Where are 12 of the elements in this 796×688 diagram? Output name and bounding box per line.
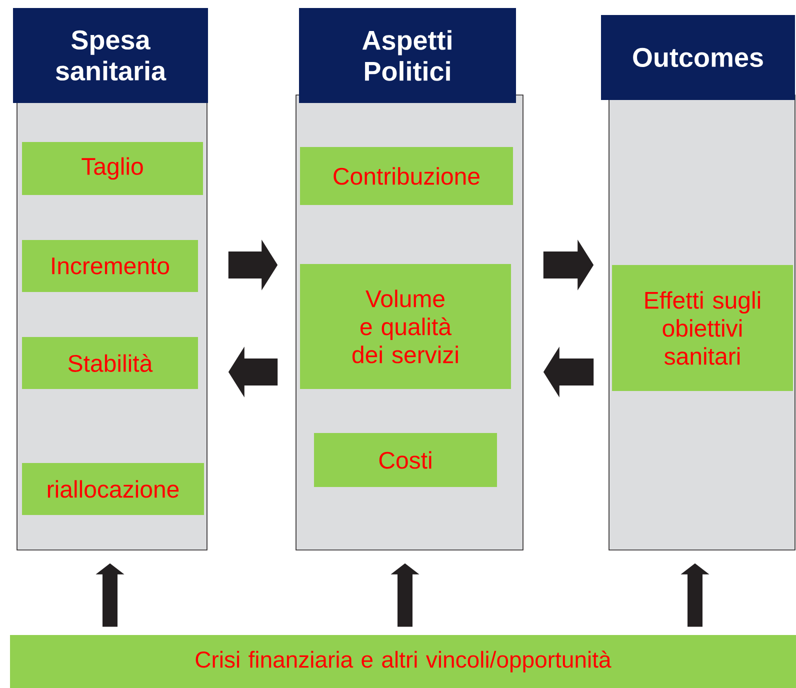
text-box: Incremento: [22, 240, 198, 292]
text-box: Costi: [314, 432, 497, 487]
text-box: Effetti sugli obiettivi sanitari: [612, 265, 793, 391]
text-box: Stabilità: [22, 337, 198, 389]
text-box: riallocazione: [22, 463, 204, 515]
text-box: Contribuzione: [300, 147, 513, 205]
column-header: Outcomes: [601, 15, 795, 100]
text-box: Volume e qualità dei servizi: [300, 264, 511, 389]
column-header: Aspetti Politici: [299, 8, 516, 103]
text-box: Taglio: [22, 142, 203, 195]
base-band: Crisi finanziaria e altri vincoli/opportunità: [10, 634, 796, 688]
column-header: Spesa sanitaria: [13, 8, 208, 103]
